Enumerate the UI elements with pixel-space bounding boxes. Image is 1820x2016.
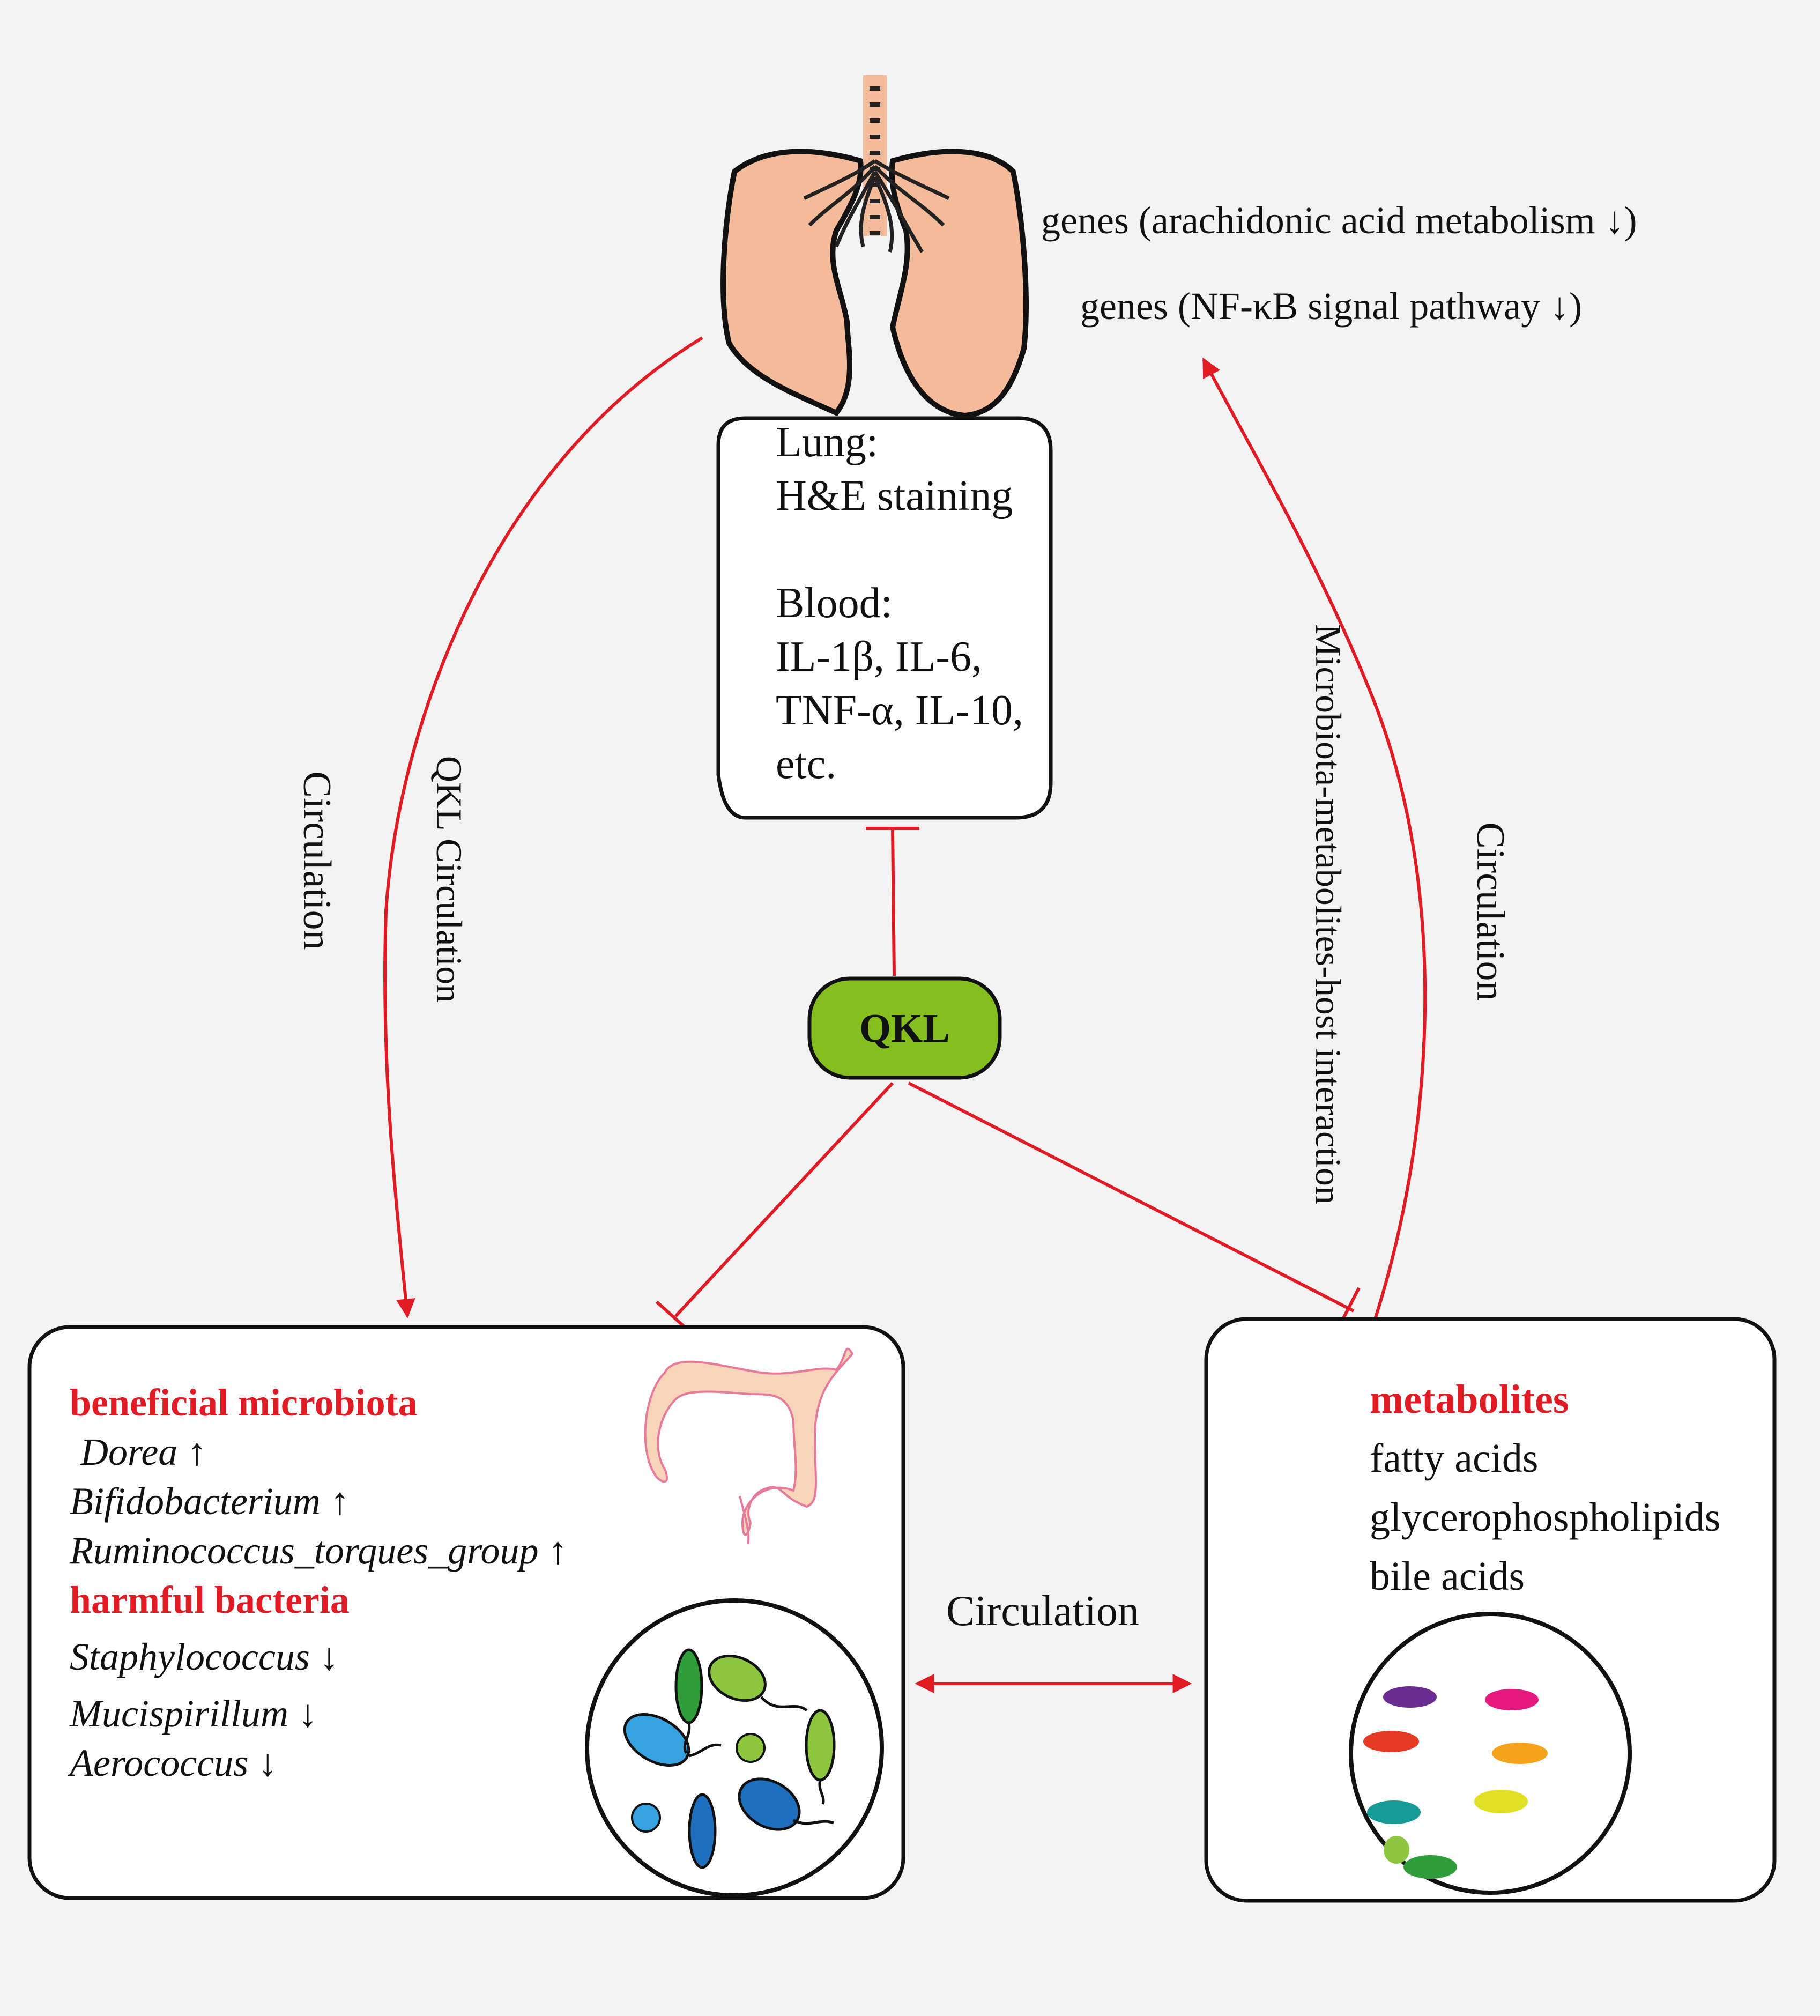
genes-arachidonic-text: genes (arachidonic acid metabolism ↓) — [1041, 199, 1637, 242]
cytokines-line1: IL-1β, IL-6, — [776, 633, 982, 680]
bacteria-circle-icon — [585, 1598, 884, 1898]
harmful-item: Aerococcus ↓ — [70, 1741, 278, 1784]
qkl-to-lung-inhibitor — [866, 827, 919, 976]
qkl-node-shape — [807, 976, 1002, 1080]
qkl-circulation-label: QKL Circulation — [429, 755, 470, 1003]
bronchi — [803, 159, 950, 253]
right-circulation-label: Circulation — [1468, 822, 1512, 1001]
etc-label: etc. — [776, 740, 837, 788]
qkl-to-microbiota-inhibitor — [655, 1081, 894, 1332]
metabolites-circle-icon — [1349, 1612, 1632, 1895]
blood-label: Blood: — [776, 580, 893, 627]
left-circulation-label: Circulation — [295, 771, 339, 950]
lung-label: Lung: — [776, 419, 879, 466]
qkl-to-metabolites-inhibitor — [908, 1081, 1361, 1325]
qkl-label: QKL — [859, 1006, 950, 1051]
left-lung — [720, 149, 864, 417]
lung-icon — [720, 149, 1029, 419]
metabolite-item: glycerophospholipids — [1370, 1495, 1721, 1540]
left-circulation-arrow — [383, 336, 703, 1318]
harmful-heading: harmful bacteria — [70, 1578, 350, 1621]
lung-box-shape — [716, 416, 1053, 820]
metabolites-heading: metabolites — [1370, 1377, 1569, 1422]
genes-nfkb-text: genes (NF-κB signal pathway ↓) — [1080, 285, 1583, 328]
metabolite-item: bile acids — [1370, 1554, 1525, 1599]
trachea — [863, 75, 887, 236]
right-circulation-arrow — [1202, 357, 1427, 1320]
harmful-item: Staphylococcus ↓ — [70, 1635, 339, 1678]
metabolites-box: metabolites fatty acids glycerophospholi… — [1370, 1370, 1720, 1606]
metabolites-box-shape — [1204, 1317, 1777, 1903]
colon-tail — [739, 1495, 750, 1545]
lung-box: Lung: H&E staining Blood: IL-1β, IL-6, T… — [776, 416, 1023, 791]
bottom-circulation-label: Circulation — [946, 1588, 1139, 1635]
harmful-item: Mucispirillum ↓ — [70, 1692, 317, 1735]
beneficial-item: Bifidobacterium ↑ — [70, 1480, 350, 1523]
right-lung — [889, 149, 1029, 419]
metabolite-item: fatty acids — [1370, 1436, 1539, 1481]
he-staining-label: H&E staining — [776, 472, 1013, 520]
cytokines-line2: TNF-α, IL-10, — [776, 687, 1023, 734]
beneficial-item: Ruminococcus_torques_group ↑ — [70, 1529, 568, 1572]
interaction-label: Microbiota-metabolites-host interaction — [1308, 624, 1349, 1205]
beneficial-item: Dorea ↑ — [80, 1431, 207, 1473]
microbiota-box: beneficial microbiota Dorea ↑ Bifidobact… — [70, 1378, 568, 1788]
colon-icon — [644, 1347, 854, 1536]
beneficial-heading: beneficial microbiota — [70, 1381, 418, 1424]
